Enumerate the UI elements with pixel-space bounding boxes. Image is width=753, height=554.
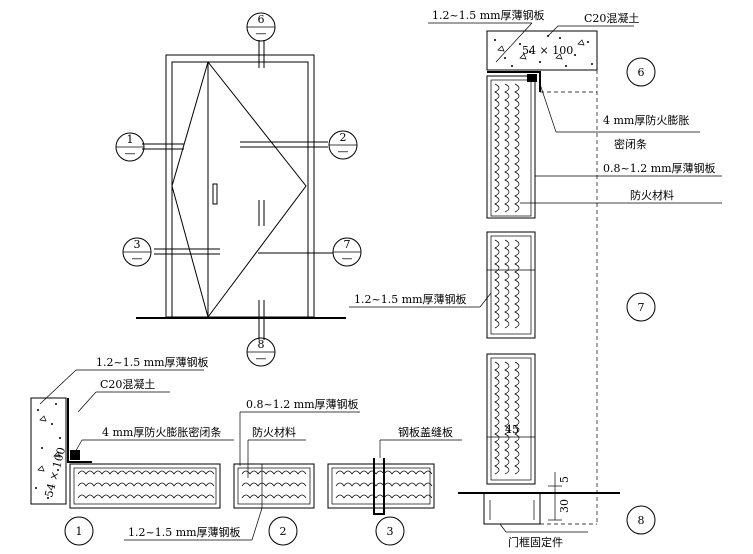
fire-strip-top	[527, 74, 537, 82]
concrete-texture-left	[35, 403, 61, 499]
steel-plate-l-top	[487, 71, 541, 92]
steel-cover-plate	[373, 458, 385, 515]
panel-left-inner	[73, 467, 217, 505]
fire-material-top	[494, 83, 520, 213]
concrete-block-dim-left: 54 × 100	[42, 446, 68, 499]
label-concrete-top: C20混凝土	[584, 11, 639, 25]
dim-30: 30	[558, 499, 571, 513]
panel-middle	[233, 463, 315, 509]
dim-5: 5	[558, 476, 571, 483]
callout-6-dash: —	[256, 27, 267, 40]
label-cover-plate: 钢板盖缝板	[398, 425, 453, 439]
callout-8: 8 —	[246, 337, 276, 367]
label-steel-plate-thick-bottom: 1.2~1.5 mm厚薄钢板	[128, 525, 241, 539]
door-frame-fixing	[483, 493, 541, 525]
callout-3-dash: —	[132, 252, 143, 265]
concrete-block-left	[30, 397, 67, 505]
detail-number-6: 6	[626, 57, 656, 87]
label-steel-plate-thick-top: 1.2~1.5 mm厚薄钢板	[432, 8, 545, 22]
fire-strip-left	[70, 450, 80, 460]
dim-45: 45	[505, 423, 519, 436]
concrete-block-dim-top: 54 × 100	[522, 44, 573, 57]
leaf-segment-top	[486, 75, 536, 219]
detail-number-1: 1	[64, 516, 94, 546]
callout-3-number: 3	[134, 238, 141, 251]
detail-number-3-text: 3	[387, 525, 394, 538]
door-frame-inner	[171, 61, 309, 318]
callout-6: 6 —	[246, 12, 276, 42]
callout-1: 1 —	[115, 132, 145, 162]
door-elevation: 6 — 1 — 2 — 3 — 7 —	[115, 12, 362, 367]
label-fire-strip-top-line1: 4 mm厚防火膨胀	[603, 113, 689, 127]
callout-1-number: 1	[127, 133, 134, 146]
leaf-segment-bottom-inner	[490, 357, 532, 481]
panel-right-inner	[331, 467, 431, 505]
callout-8-number: 8	[258, 338, 265, 351]
detail-number-6-text: 6	[638, 66, 645, 79]
fire-material-bottom-middle	[241, 470, 307, 499]
steel-plate-l-left	[67, 398, 92, 463]
callout-7-number: 7	[344, 238, 351, 251]
label-concrete-left: C20混凝土	[100, 377, 155, 391]
label-steel-plate-thin-right: 0.8~1.2 mm厚薄钢板	[603, 161, 716, 175]
label-fire-strip-left: 4 mm厚防火膨胀密闭条	[102, 425, 221, 439]
callout-2-number: 2	[340, 131, 347, 144]
detail-number-3: 3	[375, 516, 405, 546]
fire-material-bottom-segment	[494, 361, 520, 475]
detail-number-2-text: 2	[280, 525, 287, 538]
concrete-block-top	[486, 30, 598, 71]
callout-8-dash: —	[256, 352, 267, 365]
leaf-segment-middle-inner	[490, 235, 532, 335]
detail-number-8: 8	[626, 505, 656, 535]
leaf-segment-bottom	[486, 353, 536, 485]
leaf-segment-top-inner	[490, 79, 532, 217]
concrete-texture-top	[494, 35, 593, 67]
detail-number-8-text: 8	[638, 514, 645, 527]
detail-number-2: 2	[268, 516, 298, 546]
horizontal-section: 54 × 100	[30, 355, 462, 546]
label-frame-fixing: 门框固定件	[508, 535, 563, 549]
callout-3: 3 —	[122, 237, 152, 267]
door-frame-outer	[165, 54, 315, 318]
detail-number-1-text: 1	[76, 525, 83, 538]
leaf-segment-middle	[486, 231, 536, 339]
callout-2: 2 —	[328, 130, 358, 160]
callout-7: 7 —	[332, 237, 362, 267]
fire-material-middle	[494, 239, 520, 329]
door-handle	[212, 183, 218, 205]
panel-middle-inner	[237, 467, 311, 505]
label-fire-strip-top-line2: 密闭条	[614, 137, 647, 151]
callout-6-number: 6	[258, 13, 265, 26]
panel-left	[69, 463, 221, 509]
label-steel-plate-thick-mid: 1.2~1.5 mm厚薄钢板	[354, 292, 467, 306]
detail-number-7-text: 7	[638, 301, 645, 314]
callout-2-dash: —	[338, 145, 349, 158]
fire-material-bottom-left	[77, 470, 215, 499]
label-fire-material-bottom: 防火材料	[252, 425, 296, 439]
detail-number-7: 7	[626, 292, 656, 322]
callout-1-dash: —	[125, 147, 136, 160]
door-swing-left	[171, 61, 209, 318]
label-steel-plate-thin-bottom: 0.8~1.2 mm厚薄钢板	[246, 397, 359, 411]
callout-7-dash: —	[342, 252, 353, 265]
panel-right	[327, 463, 435, 509]
label-steel-plate-thick-left: 1.2~1.5 mm厚薄钢板	[96, 355, 209, 369]
label-fire-material-right: 防火材料	[630, 188, 674, 202]
vertical-section: 54 × 100 45	[349, 8, 722, 549]
door-swing-right	[207, 61, 307, 318]
